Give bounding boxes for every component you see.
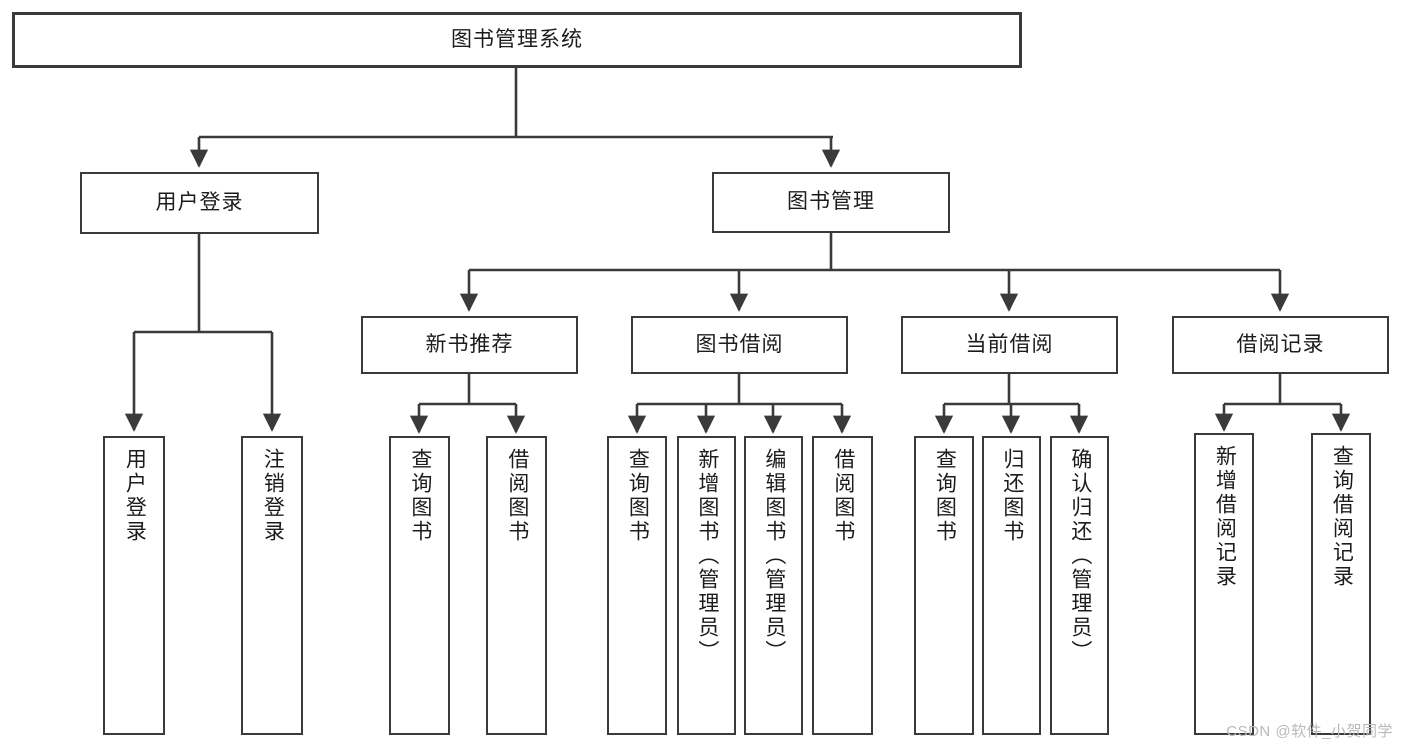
node-book-management[interactable]: 图书管理 [712, 172, 950, 233]
node-leaf-add-book-admin-label: 新增图书（管理员） [695, 448, 719, 664]
node-leaf-borrow-book-1[interactable]: 借阅图书 [486, 436, 547, 735]
node-borrow-records-label: 借阅记录 [1236, 332, 1325, 356]
node-root-label: 图书管理系统 [451, 27, 583, 51]
node-leaf-query-book-1[interactable]: 查询图书 [389, 436, 450, 735]
node-leaf-user-login-label: 用户登录 [123, 448, 147, 544]
node-user-login[interactable]: 用户登录 [80, 172, 319, 234]
node-book-borrow-label: 图书借阅 [695, 332, 784, 356]
node-current-borrow[interactable]: 当前借阅 [901, 316, 1118, 374]
node-leaf-query-borrow-record-label: 查询借阅记录 [1330, 445, 1354, 589]
watermark: CSDN @软件_小贺同学 [1226, 723, 1393, 740]
node-leaf-borrow-book-2-label: 借阅图书 [831, 448, 855, 544]
node-leaf-user-login[interactable]: 用户登录 [103, 436, 165, 735]
node-root[interactable]: 图书管理系统 [12, 12, 1022, 68]
node-leaf-logout-label: 注销登录 [261, 448, 285, 544]
node-new-book-recommend[interactable]: 新书推荐 [361, 316, 578, 374]
node-leaf-add-book-admin[interactable]: 新增图书（管理员） [677, 436, 736, 735]
node-leaf-query-book-1-label: 查询图书 [408, 448, 432, 544]
node-leaf-query-book-2-label: 查询图书 [626, 448, 650, 544]
node-leaf-borrow-book-1-label: 借阅图书 [505, 448, 529, 544]
node-leaf-return-book-label: 归还图书 [1000, 448, 1024, 544]
node-leaf-query-book-3-label: 查询图书 [933, 448, 957, 544]
node-leaf-return-book[interactable]: 归还图书 [982, 436, 1041, 735]
node-book-borrow[interactable]: 图书借阅 [631, 316, 848, 374]
node-leaf-confirm-return-admin-label: 确认归还（管理员） [1068, 448, 1092, 664]
node-leaf-query-borrow-record[interactable]: 查询借阅记录 [1311, 433, 1371, 735]
node-leaf-query-book-2[interactable]: 查询图书 [607, 436, 667, 735]
node-leaf-edit-book-admin[interactable]: 编辑图书（管理员） [744, 436, 803, 735]
node-leaf-borrow-book-2[interactable]: 借阅图书 [812, 436, 873, 735]
node-new-book-recommend-label: 新书推荐 [425, 332, 514, 356]
node-leaf-edit-book-admin-label: 编辑图书（管理员） [762, 448, 786, 664]
node-leaf-add-borrow-record[interactable]: 新增借阅记录 [1194, 433, 1254, 735]
node-leaf-confirm-return-admin[interactable]: 确认归还（管理员） [1050, 436, 1109, 735]
node-book-management-label: 图书管理 [787, 190, 875, 214]
node-leaf-query-book-3[interactable]: 查询图书 [914, 436, 974, 735]
node-leaf-logout[interactable]: 注销登录 [241, 436, 303, 735]
node-leaf-add-borrow-record-label: 新增借阅记录 [1213, 445, 1237, 589]
node-borrow-records[interactable]: 借阅记录 [1172, 316, 1389, 374]
node-user-login-label: 用户登录 [155, 190, 244, 214]
node-current-borrow-label: 当前借阅 [965, 332, 1054, 356]
